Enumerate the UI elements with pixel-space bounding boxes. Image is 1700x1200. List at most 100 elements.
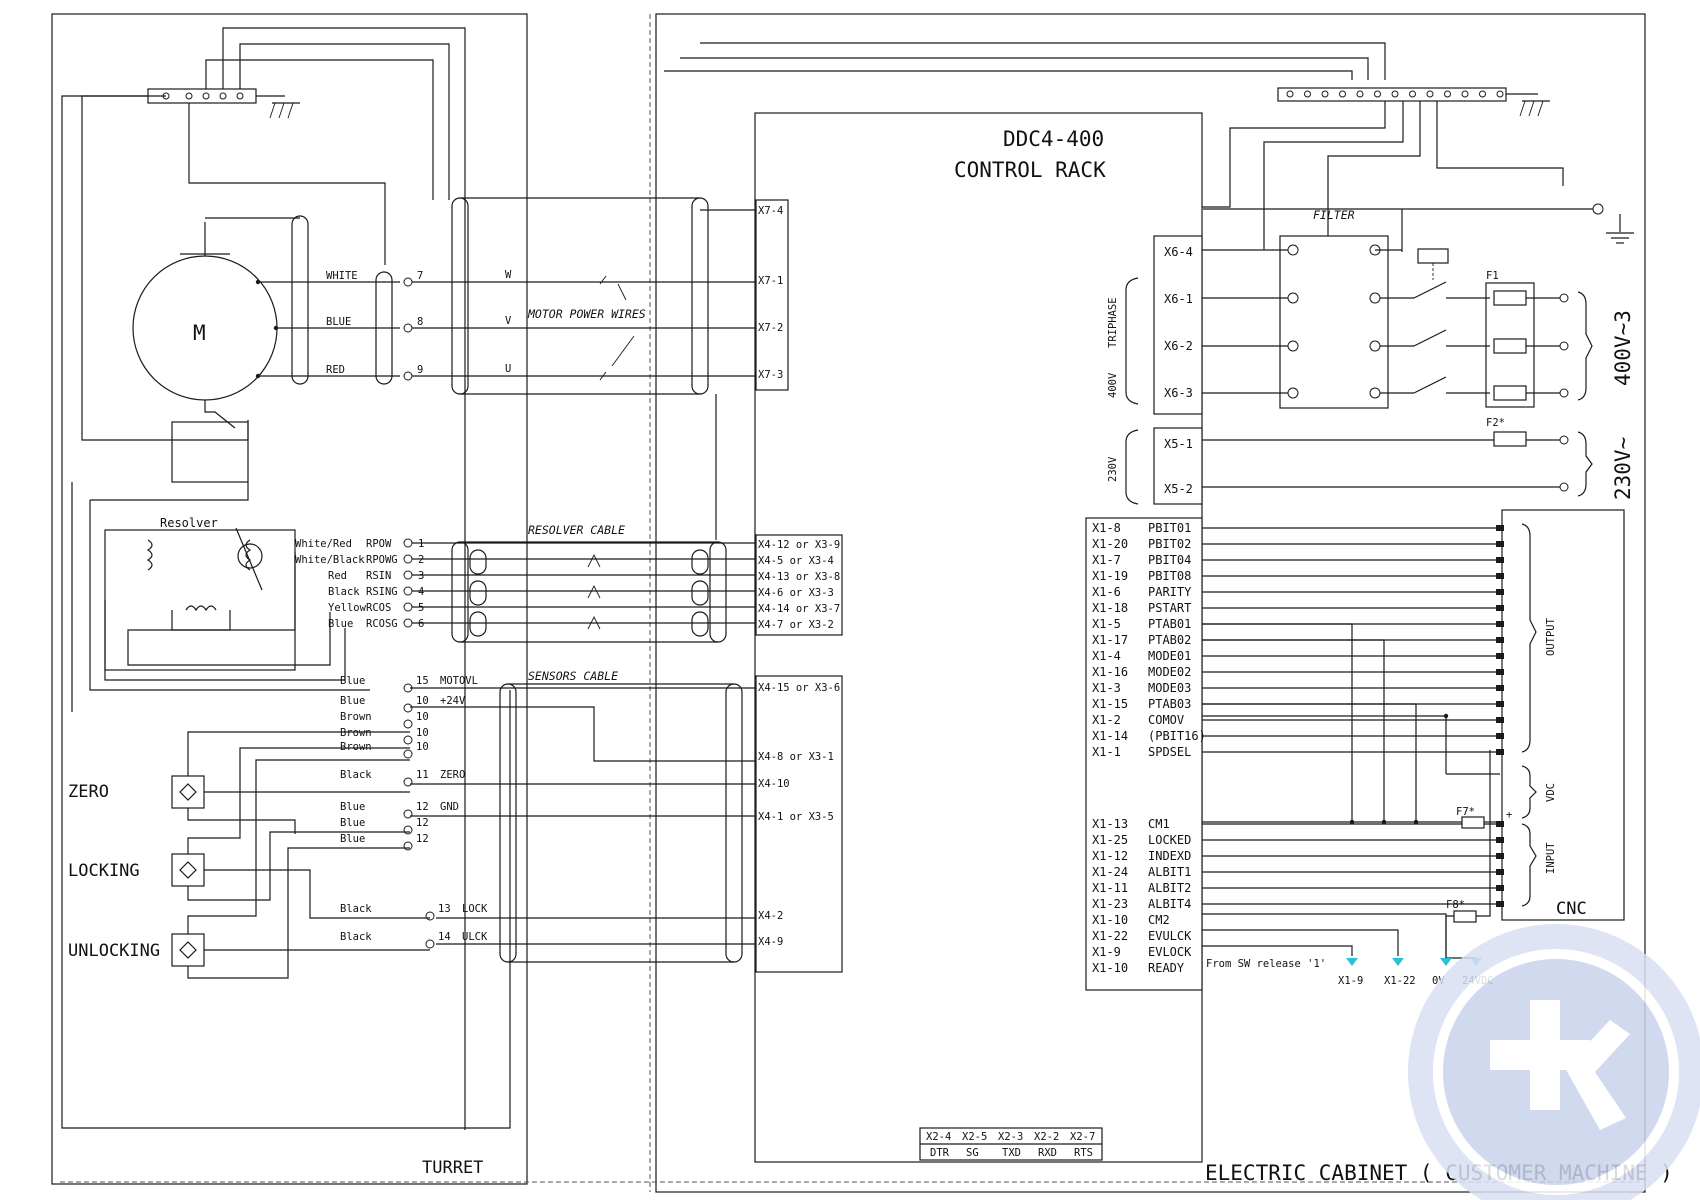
rw-5-num: 5 [418, 602, 424, 614]
x2-signal: DTR [930, 1147, 950, 1159]
sensor-terminal [403, 703, 413, 713]
motor-power-wires-label: MOTOR POWER WIRES [527, 307, 646, 321]
x7-4: X7-4 [758, 205, 783, 217]
strip-terminal [1444, 90, 1451, 98]
x1-pin: X1-14 [1092, 729, 1128, 743]
turret-frame [51, 13, 528, 1185]
rc-4: X4-6 or X3-3 [758, 587, 834, 599]
big-230v: 230V~ [1611, 437, 1635, 500]
pc-x5-2: X5-2 [1164, 482, 1193, 496]
locking-sensor: LOCKING [68, 747, 430, 919]
x1-signal: CM1 [1148, 817, 1170, 831]
x7-2: X7-2 [758, 322, 783, 334]
rc-6: X4-7 or X3-2 [758, 619, 834, 631]
rc-2: X4-5 or X3-4 [758, 555, 834, 567]
x1-signal: PBIT04 [1148, 553, 1191, 567]
resolver-terminal [403, 554, 413, 564]
v400-label: 400V [1107, 372, 1119, 398]
x6-connector [1153, 235, 1203, 415]
phase-v: V [505, 315, 512, 327]
sc-5: X4-2 [758, 910, 783, 922]
sensor-wire-color: Black [340, 931, 372, 943]
x1-signal: CM2 [1148, 913, 1170, 927]
cabinet-terminal-strip [1277, 87, 1550, 117]
terminal-arrow-icon [1392, 958, 1404, 966]
unlocking-label: UNLOCKING [68, 941, 160, 961]
x1-pin: X1-24 [1092, 865, 1128, 879]
svg-text:+: + [1506, 809, 1512, 821]
cnc-pin [1496, 605, 1504, 611]
sensor-wire-num: 12 [416, 817, 429, 829]
zero-sensor: ZERO [68, 731, 410, 834]
sc-2: X4-8 or X3-1 [758, 751, 834, 763]
rw-1-color: White/Red [295, 538, 352, 550]
cnc-label: CNC [1556, 899, 1587, 919]
rack-title-1: DDC4-400 [1003, 127, 1104, 151]
fuse-f2: F2* [1486, 417, 1527, 447]
pc-x6-2: X6-2 [1164, 339, 1193, 353]
x1-signal: LOCKED [1148, 833, 1191, 847]
x2-pin: X2-2 [1034, 1131, 1059, 1143]
sensor-terminal [403, 777, 413, 787]
f7-label: F7* [1456, 806, 1475, 818]
x1-signal: PBIT01 [1148, 521, 1191, 535]
sensor-wire-signal: +24V [440, 695, 466, 707]
sc-1: X4-15 or X3-6 [758, 682, 840, 694]
rw-5-color: Yellow [328, 602, 367, 614]
output-label: OUTPUT [1545, 617, 1557, 656]
x1-pin: X1-7 [1092, 553, 1121, 567]
resolver: Resolver [104, 516, 296, 671]
cnc-pin [1496, 637, 1504, 643]
x2-pin: X2-3 [998, 1131, 1023, 1143]
x1-pin: X1-1 [1092, 745, 1121, 759]
x1-pin-row: X1-14(PBIT16) [1092, 729, 1504, 743]
x7-3: X7-3 [758, 369, 783, 381]
x2-pin: X2-7 [1070, 1131, 1095, 1143]
x1-pin: X1-23 [1092, 897, 1128, 911]
resolver-terminal [403, 570, 413, 580]
x1-signal: ALBIT2 [1148, 881, 1191, 895]
x1-signal: SPDSEL [1148, 745, 1191, 759]
x1-pin-row: X1-7 PBIT04 [1092, 553, 1504, 567]
strip-terminal [1304, 90, 1311, 98]
x1-pin: X1-19 [1092, 569, 1128, 583]
x1-pin: X1-22 [1092, 929, 1128, 943]
sensor-terminal [403, 841, 413, 851]
bottom-terminal-label: X1-9 [1338, 975, 1363, 987]
rw-4-num: 4 [418, 586, 424, 598]
x1-signal: MODE01 [1148, 649, 1191, 663]
sensor-wire-color: Brown [340, 711, 372, 723]
rw-2-color: White/Black [295, 554, 365, 566]
sensor-terminal [403, 825, 413, 835]
vdc-label: VDC [1545, 783, 1557, 802]
x1-signal: PTAB02 [1148, 633, 1191, 647]
f8-label: F8* [1446, 899, 1465, 911]
sensor-wire-color: Blue [340, 801, 365, 813]
rw-6-sig: RCOSG [366, 618, 398, 630]
sensor-wire-num: 10 [416, 727, 429, 739]
x1-pin: X1-2 [1092, 713, 1121, 727]
sensor-wire-signal: GND [440, 801, 459, 813]
cnc-pin [1496, 853, 1504, 859]
bottom-terminal: X1-22 [1384, 958, 1416, 987]
strip-terminal [1374, 90, 1381, 98]
x1-signal: ALBIT1 [1148, 865, 1191, 879]
strip-terminal [1479, 90, 1486, 98]
turret-terminal-strip [147, 88, 300, 119]
rc-5: X4-14 or X3-7 [758, 603, 840, 615]
rw-6-num: 6 [418, 618, 424, 630]
x1-signal: PTAB03 [1148, 697, 1191, 711]
rw-2-num: 2 [418, 554, 424, 566]
pc-x6-3: X6-3 [1164, 386, 1193, 400]
x1-connector [1085, 517, 1203, 991]
